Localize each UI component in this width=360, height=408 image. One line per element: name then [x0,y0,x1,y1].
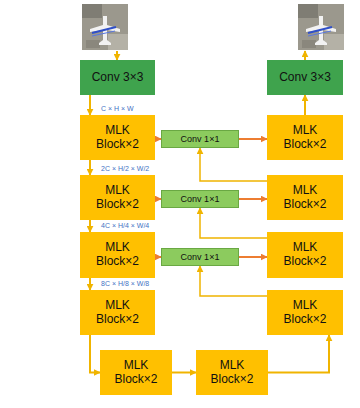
flow-arrow [200,148,267,181]
box-label: Conv 3×3 [92,71,144,85]
flow-arrow [89,95,91,115]
box-label: MLK Block×2 [89,184,147,212]
box-label: MLK Block×2 [276,241,334,269]
flow-arrow [200,208,267,238]
box-label: Conv 1×1 [181,134,220,144]
box-label: MLK Block×2 [107,359,165,387]
flow-arrow [200,266,267,296]
flow-arrow [239,138,267,140]
box-label: MLK Block×2 [276,124,334,152]
mlk-block: MLK Block×2 [80,115,155,160]
mlk-block: MLK Block×2 [80,232,155,278]
mlk-block: MLK Block×2 [267,232,343,278]
flow-arrow [239,256,267,258]
box-label: MLK Block×2 [203,359,261,387]
flow-arrow [172,372,196,374]
mlk-block: MLK Block×2 [100,350,172,395]
mlk-block: MLK Block×2 [267,115,343,160]
output-arrow [304,51,306,60]
mlk-block: MLK Block×2 [80,290,155,335]
output-image [298,4,344,50]
flow-arrow [239,198,267,200]
mlk-block: MLK Block×2 [80,175,155,220]
flow-arrow [268,335,329,373]
dimension-label: 4C × H/4 × W/4 [100,222,150,230]
flow-arrow [304,95,306,115]
flow-arrow [89,278,91,290]
box-label: MLK Block×2 [89,241,147,269]
box-label: Conv 1×1 [181,194,220,204]
dimension-label: C × H × W [100,105,135,113]
input-image [82,4,128,50]
flow-arrow [89,160,91,175]
conv-box: Conv 3×3 [80,60,155,95]
mlk-block: MLK Block×2 [267,175,343,220]
box-label: MLK Block×2 [89,124,147,152]
box-label: Conv 3×3 [279,71,331,85]
box-label: MLK Block×2 [276,184,334,212]
box-label: MLK Block×2 [276,299,334,327]
dimension-label: 8C × H/8 × W/8 [100,280,150,288]
conv-box: Conv 1×1 [161,130,239,148]
mlk-block: MLK Block×2 [267,290,343,335]
flow-arrow [89,220,91,232]
conv-box: Conv 1×1 [161,248,239,266]
input-arrow [116,51,118,60]
conv-box: Conv 3×3 [267,60,343,95]
conv-box: Conv 1×1 [161,190,239,208]
dimension-label: 2C × H/2 × W/2 [100,165,150,173]
flow-arrow [90,335,100,373]
box-label: MLK Block×2 [89,299,147,327]
mlk-block: MLK Block×2 [196,350,268,395]
box-label: Conv 1×1 [181,252,220,262]
